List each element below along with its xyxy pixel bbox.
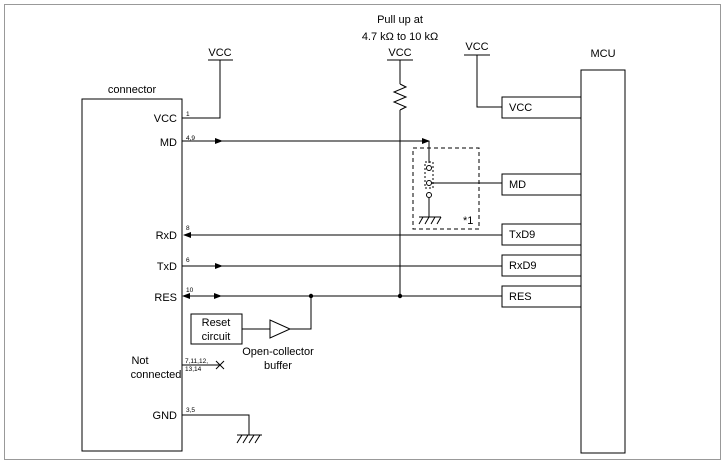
reset-circuit-line2: circuit xyxy=(202,331,231,343)
mcu-title: MCU xyxy=(590,48,615,60)
vcc-right-label: VCC xyxy=(465,41,488,53)
wire-vcc-mcu xyxy=(476,55,502,108)
switch-body xyxy=(424,161,434,189)
switch-contact-bottom xyxy=(426,192,432,198)
buffer-line1: Open-collector xyxy=(242,346,314,358)
gnd-hatch-4 xyxy=(254,434,261,444)
wire-gnd xyxy=(182,414,250,435)
switch-contact-mid xyxy=(426,180,432,186)
vcc-mid-label: VCC xyxy=(388,47,411,59)
pin-number-txd: 6 xyxy=(186,257,190,264)
reset-circuit-line1: Reset xyxy=(202,317,231,329)
nc-cross-2 xyxy=(215,360,225,370)
gnd-hatch-3 xyxy=(248,434,255,444)
res-junction-pullup xyxy=(397,293,403,299)
switch-ground-hatch-2 xyxy=(424,216,430,225)
buffer-triangle xyxy=(269,319,292,339)
wire-buffer-to-res xyxy=(290,296,312,330)
outer-frame xyxy=(4,4,721,460)
switch-ground-hatch-4 xyxy=(436,216,442,225)
pin-number-md: 4,9 xyxy=(186,135,195,142)
connector-pin-vcc: VCC xyxy=(154,113,177,125)
mcu-pin-rxd9: RxD9 xyxy=(509,260,537,272)
connector-pin-gnd: GND xyxy=(153,410,178,422)
pullup-line2: 4.7 kΩ to 10 kΩ xyxy=(362,31,438,43)
gnd-hatch-2 xyxy=(242,434,249,444)
pin-number-res: 10 xyxy=(186,287,194,294)
connector-title: connector xyxy=(108,84,157,96)
pin-number-nc-1: 7,11,12, xyxy=(185,358,208,365)
vcc-left-label: VCC xyxy=(208,47,231,59)
connector-nc-line1: Not xyxy=(131,355,148,367)
switch-note: *1 xyxy=(463,215,473,227)
res-arrow-left xyxy=(182,293,190,299)
pin-number-gnd: 3,5 xyxy=(186,407,195,414)
mcu-pin-res: RES xyxy=(509,291,532,303)
mcu-pin-vcc: VCC xyxy=(509,102,532,114)
pullup-line1: Pull up at xyxy=(377,14,423,26)
pin-number-nc-2: 13,14 xyxy=(185,366,202,373)
switch-dashed-box xyxy=(412,147,480,230)
connector-nc-line2: connected xyxy=(131,369,182,381)
switch-ground-hatch-1 xyxy=(418,216,424,225)
connector-pin-rxd: RxD xyxy=(156,230,177,242)
mcu-pin-md: MD xyxy=(509,179,526,191)
mcu-box xyxy=(580,69,626,454)
connector-pin-res: RES xyxy=(154,292,177,304)
wire-vcc-connector xyxy=(182,60,221,119)
pullup-resistor xyxy=(392,83,408,111)
connector-pin-txd: TxD xyxy=(157,261,177,273)
mcu-pin-txd9: TxD9 xyxy=(509,229,535,241)
reset-circuit-box xyxy=(190,313,243,345)
res-arrow-right xyxy=(214,293,222,299)
mcu-pin-box-md xyxy=(501,173,582,196)
mcu-pin-box-vcc xyxy=(501,96,582,119)
switch-ground-hatch-3 xyxy=(430,216,436,225)
switch-contact-top xyxy=(426,165,432,171)
connector-pin-md: MD xyxy=(160,137,177,149)
connector-box xyxy=(81,98,183,452)
pin-number-vcc: 1 xyxy=(186,111,190,118)
buffer-line2: buffer xyxy=(264,360,292,372)
pin-number-rxd: 8 xyxy=(186,225,190,232)
gnd-hatch-1 xyxy=(236,434,243,444)
